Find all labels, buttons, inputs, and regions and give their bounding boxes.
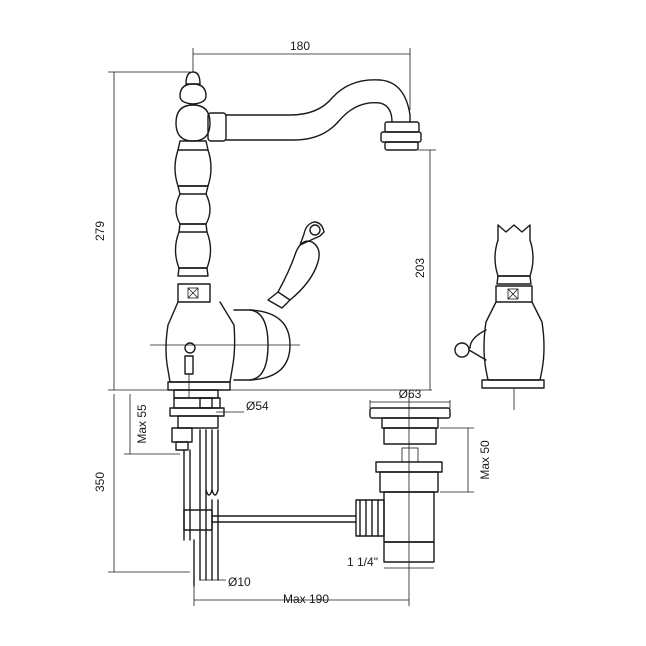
dim-total-height: 279 <box>93 221 107 241</box>
faucet-body <box>150 301 300 398</box>
faucet-column <box>174 140 212 303</box>
dim-max-deck-thickness: Max 55 <box>135 404 149 444</box>
dim-spout-reach: 180 <box>290 39 310 53</box>
faucet-side-view <box>454 224 545 410</box>
faucet-spout <box>225 79 422 151</box>
dim-below-deck-length: 350 <box>93 472 107 492</box>
dim-waste-thread: 1 1/4" <box>347 555 378 569</box>
below-deck-assembly <box>169 389 357 587</box>
faucet-lever-handle <box>267 221 325 309</box>
dim-max-waste-distance: Max 190 <box>283 592 329 606</box>
dim-base-diameter: Ø54 <box>246 399 269 413</box>
dim-waste-max-height: Max 50 <box>478 440 492 480</box>
faucet-top-ball <box>175 104 227 142</box>
faucet-finial <box>179 71 207 105</box>
dimension-lines <box>108 48 474 606</box>
faucet-front-view <box>150 71 422 398</box>
dim-waste-diameter: Ø63 <box>399 387 422 401</box>
popup-waste <box>355 396 451 592</box>
dim-pipe-diameter: Ø10 <box>228 575 251 589</box>
dim-spout-height: 203 <box>413 258 427 278</box>
